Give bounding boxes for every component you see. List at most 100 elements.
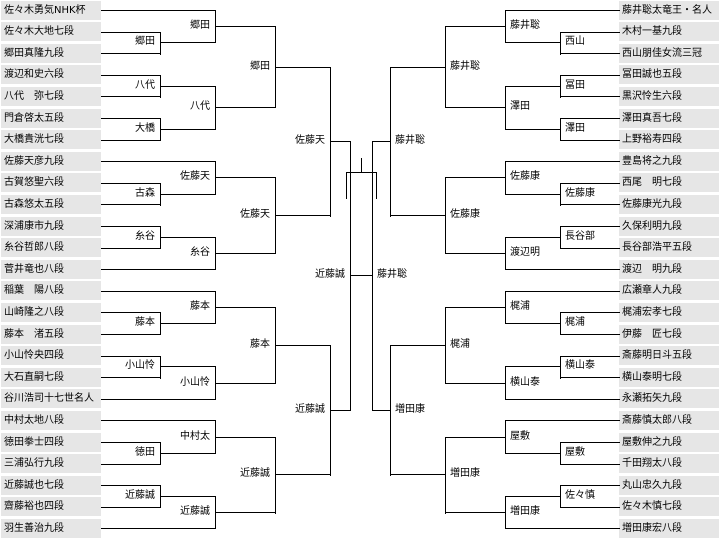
bracket-line bbox=[390, 345, 446, 346]
player-left-23: 齋藤裕也四段 bbox=[1, 497, 101, 516]
player-right-11: 長谷部浩平五段 bbox=[619, 238, 719, 257]
winner-right-r1-7: 屋敷 bbox=[564, 447, 586, 459]
bracket-line bbox=[505, 366, 561, 367]
bracket-line bbox=[445, 253, 506, 254]
bracket-line bbox=[101, 507, 161, 508]
bracket-line bbox=[560, 32, 620, 33]
player-right-19: 斎藤慎太郎八段 bbox=[619, 411, 719, 430]
winner-left-r3-1: 佐藤天 bbox=[239, 209, 271, 221]
bracket-line bbox=[275, 345, 331, 346]
player-right-15: 伊藤 匠七段 bbox=[619, 325, 719, 344]
winner-right-r1-0: 西山 bbox=[564, 36, 586, 48]
player-right-2: 西山朋佳女流三冠 bbox=[619, 44, 719, 63]
bracket-line bbox=[215, 86, 216, 130]
bracket-line bbox=[101, 485, 161, 486]
player-right-9: 佐藤康光九段 bbox=[619, 195, 719, 214]
winner-right-r3-0: 藤井聡 bbox=[449, 61, 481, 73]
bracket-line bbox=[215, 512, 276, 513]
bracket-line bbox=[445, 26, 506, 27]
bracket-line bbox=[560, 334, 620, 335]
player-right-24: 増田康宏八段 bbox=[619, 519, 719, 538]
winner-right-r2-3: 渡辺明 bbox=[509, 247, 541, 259]
player-right-13: 広瀬章人九段 bbox=[619, 281, 719, 300]
winner-left-r1-7: 徳田 bbox=[134, 447, 156, 459]
player-right-3: 冨田誠也五段 bbox=[619, 65, 719, 84]
player-right-22: 丸山忠久九段 bbox=[619, 476, 719, 495]
bracket-line bbox=[215, 437, 276, 438]
bracket-line bbox=[101, 118, 161, 119]
bracket-line bbox=[101, 140, 161, 141]
bracket-line bbox=[560, 75, 620, 76]
winner-right-r2-2: 佐藤康 bbox=[509, 171, 541, 183]
player-left-22: 近藤誠也七段 bbox=[1, 476, 101, 495]
bracket-line bbox=[215, 307, 276, 308]
bracket-line bbox=[101, 356, 161, 357]
bracket-line bbox=[101, 420, 216, 421]
bracket-line bbox=[101, 96, 161, 97]
winner-left-r5-0: 近藤誠 bbox=[314, 269, 346, 281]
bracket-line bbox=[560, 485, 620, 486]
player-left-21: 三浦弘行九段 bbox=[1, 454, 101, 473]
bracket-line bbox=[372, 141, 373, 411]
bracket-line bbox=[390, 67, 446, 68]
player-right-23: 佐々木慎七段 bbox=[619, 497, 719, 516]
player-left-6: 大橋貴洸七段 bbox=[1, 130, 101, 149]
player-right-6: 上野裕寿四段 bbox=[619, 130, 719, 149]
winner-left-r1-3: 古森 bbox=[134, 188, 156, 200]
bracket-line bbox=[505, 399, 620, 400]
bracket-line bbox=[505, 269, 620, 270]
bracket-line bbox=[101, 183, 161, 184]
bracket-line bbox=[560, 53, 620, 54]
bracket-line bbox=[560, 356, 620, 357]
bracket-line bbox=[160, 129, 216, 130]
bracket-line bbox=[101, 161, 216, 162]
player-right-12: 渡辺 明九段 bbox=[619, 260, 719, 279]
bracket-line bbox=[505, 129, 561, 130]
winner-right-r2-0: 藤井聡 bbox=[509, 20, 541, 32]
bracket-line bbox=[505, 42, 561, 43]
winner-right-r4-0: 藤井聡 bbox=[394, 135, 426, 147]
bracket-line bbox=[372, 410, 391, 411]
winner-right-r1-3: 佐藤康 bbox=[564, 188, 596, 200]
player-right-16: 斎藤明日斗五段 bbox=[619, 346, 719, 365]
winner-right-r4-1: 増田康 bbox=[394, 404, 426, 416]
bracket-line bbox=[445, 383, 506, 384]
winner-right-r1-2: 澤田 bbox=[564, 123, 586, 135]
player-left-2: 郷田真隆九段 bbox=[1, 44, 101, 63]
bracket-line bbox=[101, 10, 216, 11]
bracket-line bbox=[505, 323, 561, 324]
bracket-line bbox=[445, 437, 446, 514]
bracket-line bbox=[160, 194, 216, 195]
bracket-line bbox=[215, 383, 276, 384]
bracket-line bbox=[505, 237, 561, 238]
winner-left-r3-2: 藤本 bbox=[249, 339, 271, 351]
player-left-13: 稲葉 陽八段 bbox=[1, 281, 101, 300]
bracket-line bbox=[390, 474, 446, 475]
bracket-line bbox=[101, 248, 161, 249]
bracket-line bbox=[560, 312, 620, 313]
player-left-14: 山崎隆之八段 bbox=[1, 303, 101, 322]
player-left-0: 佐々木勇気NHK杯 bbox=[1, 1, 101, 20]
winner-left-r3-3: 近藤誠 bbox=[239, 468, 271, 480]
bracket-line bbox=[275, 67, 331, 68]
player-left-15: 藤本 渚五段 bbox=[1, 325, 101, 344]
bracket-line bbox=[101, 53, 161, 54]
winner-left-r1-2: 大橋 bbox=[134, 123, 156, 135]
player-right-21: 千田翔太八段 bbox=[619, 454, 719, 473]
bracket-line bbox=[275, 474, 331, 475]
player-right-7: 豊島将之九段 bbox=[619, 152, 719, 171]
winner-right-r2-4: 梶浦 bbox=[509, 301, 531, 313]
final-mark bbox=[361, 158, 362, 173]
bracket-line bbox=[101, 464, 161, 465]
bracket-line bbox=[445, 177, 506, 178]
bracket-line bbox=[101, 32, 161, 33]
winner-left-r2-7: 近藤誠 bbox=[179, 506, 211, 518]
player-left-24: 羽生善治九段 bbox=[1, 519, 101, 538]
winner-right-r1-1: 冨田 bbox=[564, 80, 586, 92]
winner-left-r2-5: 小山怜 bbox=[179, 377, 211, 389]
winner-left-r1-0: 郷田 bbox=[134, 36, 156, 48]
bracket-line bbox=[560, 140, 620, 141]
bracket-line bbox=[560, 118, 620, 119]
bracket-line bbox=[505, 420, 506, 453]
player-left-19: 中村太地八段 bbox=[1, 411, 101, 430]
